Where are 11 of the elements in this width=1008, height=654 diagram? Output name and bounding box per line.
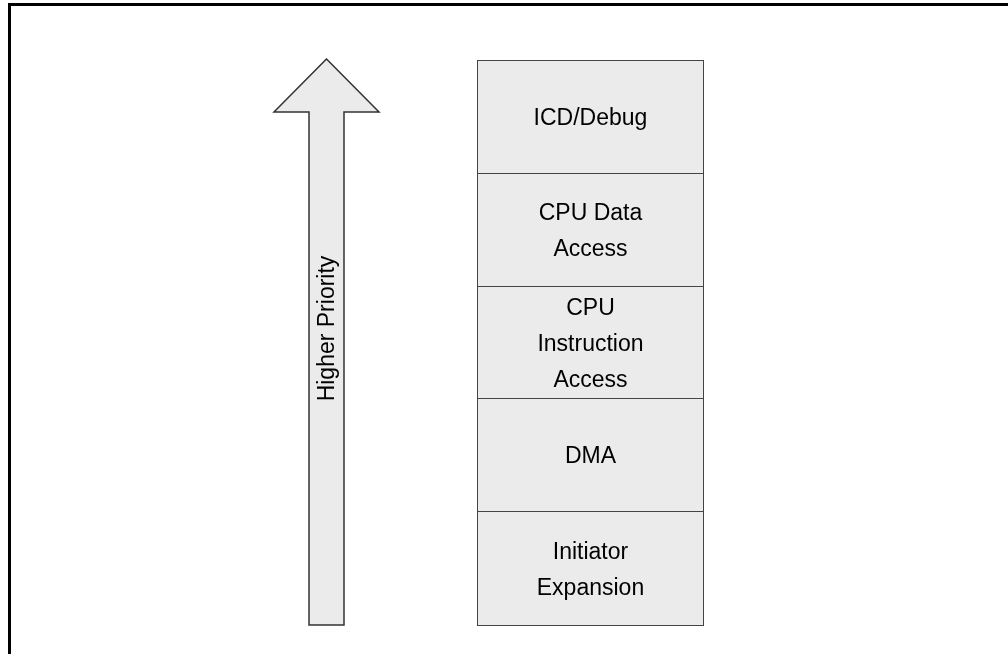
level-label: ICD/Debug [532, 103, 649, 132]
priority-level-box [477, 60, 704, 174]
level-label: Initiator Expansion [535, 536, 646, 602]
level-label: CPU Data Access [537, 198, 644, 263]
level-label: DMA [563, 441, 618, 470]
priority-level-box [477, 398, 704, 512]
priority-level-box [477, 173, 704, 287]
priority-level-box [477, 286, 704, 399]
arrow-label: Higher Priority [312, 255, 340, 401]
priority-level-box [477, 511, 704, 626]
level-label: CPU Instruction Access [536, 292, 645, 394]
